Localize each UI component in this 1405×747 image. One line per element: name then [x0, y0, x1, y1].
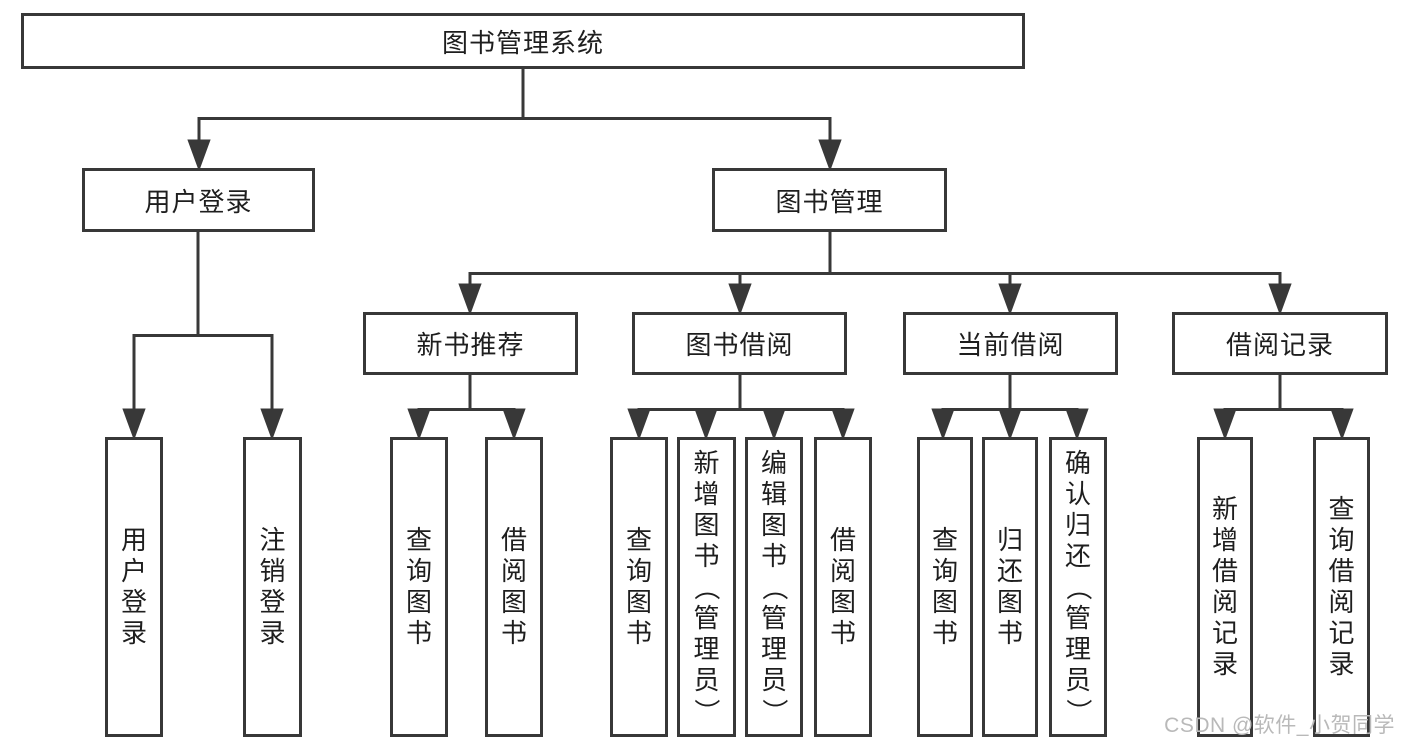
node-label: 当前借阅: [956, 330, 1065, 360]
node-book-borrow: 图书借阅: [632, 312, 847, 375]
leaf-label: 注销登录: [259, 525, 286, 648]
leaf-query-books-current: 查询图书: [917, 437, 973, 737]
leaf-add-book-admin: 新增图书（管理员）: [677, 437, 736, 737]
leaf-borrow-books: 借阅图书: [814, 437, 872, 737]
leaf-label: 新增图书（管理员）: [691, 447, 722, 725]
leaf-query-books-recommend: 查询图书: [390, 437, 448, 737]
node-label: 图书管理: [775, 186, 884, 217]
leaf-label: 借阅图书: [829, 525, 856, 648]
leaf-label: 确认归还（管理员）: [1063, 447, 1094, 725]
csdn-watermark: CSDN @软件_小贺同学: [1164, 714, 1395, 737]
leaf-return-book: 归还图书: [982, 437, 1038, 737]
leaf-label: 查询图书: [931, 525, 958, 648]
node-label: 图书借阅: [685, 330, 794, 360]
node-label: 图书管理系统: [441, 27, 604, 58]
leaf-label: 查询借阅记录: [1328, 494, 1355, 679]
leaf-query-borrow-record: 查询借阅记录: [1313, 437, 1370, 737]
node-library-management-system: 图书管理系统: [21, 13, 1025, 69]
leaf-logout: 注销登录: [243, 437, 302, 737]
leaf-user-login: 用户登录: [105, 437, 163, 737]
node-current-borrow: 当前借阅: [903, 312, 1118, 375]
leaf-label: 编辑图书（管理员）: [759, 447, 790, 725]
leaf-add-borrow-record: 新增借阅记录: [1197, 437, 1253, 737]
node-new-book-recommend: 新书推荐: [363, 312, 578, 375]
leaf-query-books-borrow: 查询图书: [610, 437, 668, 737]
node-book-management: 图书管理: [712, 168, 947, 232]
leaf-label: 归还图书: [996, 525, 1023, 648]
leaf-label: 查询图书: [405, 525, 432, 648]
leaf-label: 查询图书: [625, 525, 652, 648]
leaf-borrow-books-recommend: 借阅图书: [485, 437, 543, 737]
leaf-confirm-return-admin: 确认归还（管理员）: [1049, 437, 1107, 737]
node-label: 借阅记录: [1225, 330, 1334, 360]
node-label: 新书推荐: [416, 330, 525, 360]
leaf-label: 新增借阅记录: [1211, 494, 1238, 679]
leaf-label: 借阅图书: [500, 525, 527, 648]
node-borrow-records: 借阅记录: [1172, 312, 1388, 375]
node-user-login: 用户登录: [82, 168, 315, 232]
leaf-label: 用户登录: [120, 525, 147, 648]
node-label: 用户登录: [144, 186, 253, 217]
leaf-edit-book-admin: 编辑图书（管理员）: [745, 437, 803, 737]
